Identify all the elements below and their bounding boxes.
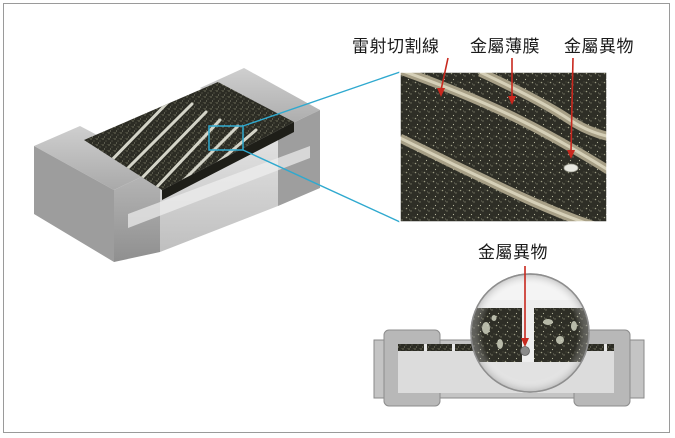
magnify-region-box: [208, 125, 244, 151]
chip-resistor-3d: [34, 68, 320, 262]
zoom-connector-lines: [242, 71, 401, 223]
cross-section: [373, 273, 645, 407]
zoom-view-border: [399, 71, 608, 223]
label-laser-trim-line: 雷射切割線: [352, 37, 440, 57]
magnifier-lens-rim: [470, 273, 590, 393]
right-terminal-top: [200, 68, 320, 130]
resistive-film-edge: [162, 122, 294, 200]
foreign-particle-zoom: [563, 163, 579, 173]
top-callout-arrows: [437, 57, 575, 159]
zoom-trim-lines: [400, 72, 607, 222]
label-foreign-metal-bottom: 金屬異物: [478, 243, 548, 263]
left-terminal-side: [34, 146, 114, 262]
top-labels: 雷射切割線 金屬薄膜 金屬異物: [352, 37, 634, 57]
label-foreign-metal-top: 金屬異物: [564, 37, 634, 57]
left-terminal-top: [34, 126, 160, 190]
label-metal-film: 金屬薄膜: [470, 37, 540, 57]
resistive-film-top: [84, 82, 294, 190]
substrate-band: [128, 146, 310, 228]
bottom-callout-arrow: [521, 266, 529, 347]
zoom-view: [399, 71, 608, 223]
